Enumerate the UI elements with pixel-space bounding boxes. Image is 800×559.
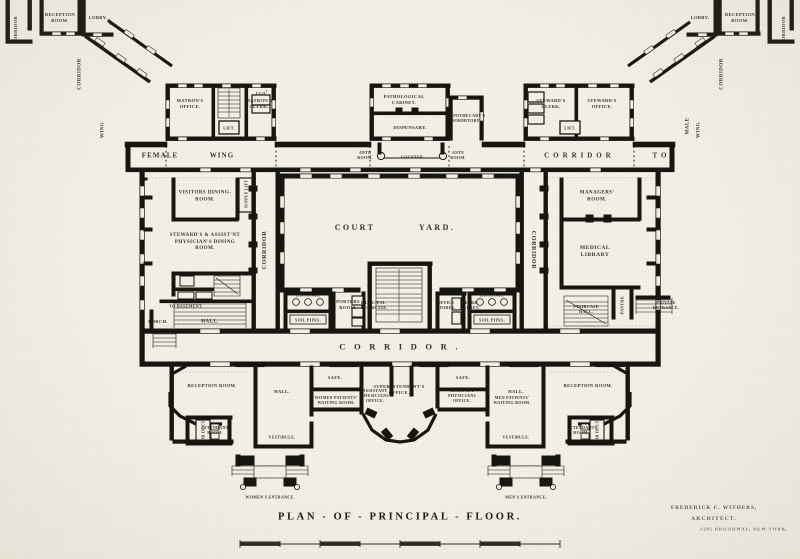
room-safe-west: Safe. <box>327 375 343 381</box>
label-corridor-upper-right: C O R R I D O R <box>544 151 612 160</box>
room-vestibule-west: Vestibule. <box>268 434 296 440</box>
label-court: Court <box>334 222 376 232</box>
room-pantry-west: Pantry. <box>178 286 198 292</box>
room-stewards-office: Steward's Office. <box>587 98 617 109</box>
room-men-patients-waiting: Men Patients' Waiting Room. <box>493 394 531 405</box>
room-women-patients-waiting: Women Patients' Waiting Room. <box>314 394 358 405</box>
architect-role: Architect. <box>691 516 737 522</box>
room-matrons-office: Matron's Office. <box>176 98 204 109</box>
label-mens-entrance: Men's Entrance. <box>505 494 547 500</box>
room-reception-room-east: Reception Room. <box>563 383 613 389</box>
room-attendants-room-east: Attendants Room. <box>567 424 598 435</box>
room-hall-west-upper: Hall. <box>201 318 219 325</box>
room-lift-male: Lift. <box>564 125 576 131</box>
room-apothecarys-dormitory: Apothecary's Dormitory. <box>450 112 486 123</box>
room-soil-pipes-east: Soil Pipes. <box>479 317 505 323</box>
room-staircase-hall: Staircase Hall. <box>573 303 599 314</box>
room-assistant-physicians-office-west: Assistant Physicians Office. <box>361 388 389 404</box>
architect-address: 1281 Broadway, New York. <box>699 527 789 533</box>
room-dispensary-counter: Counter <box>400 154 424 160</box>
architect-name: Frederick C. Withers, <box>670 505 758 511</box>
room-hall-south-west: Hall. <box>274 389 290 395</box>
room-ne-lobby: Lobby. <box>690 15 710 21</box>
room-stewards-dining: Steward's & Assist'nt Physician's Dining… <box>169 232 241 252</box>
room-to-basement: To Basement. <box>169 303 203 309</box>
scale-bar <box>239 540 561 548</box>
room-matrons-clerk: Matron's Clerk. <box>245 98 273 109</box>
room-dispensary: Dispensary. <box>393 125 427 131</box>
room-porch-west: Porch. <box>148 319 168 325</box>
room-safe-east: Safe. <box>455 375 471 381</box>
label-closet-matron: Clot <box>255 89 269 97</box>
room-hall-south-east: Hall. <box>508 389 524 395</box>
room-assistant-physicians-office-east: Assistant Physicians Office. <box>448 388 476 404</box>
room-nw-lobby: Lobby. <box>88 15 108 21</box>
room-ante-room-west: Ante Room. <box>357 149 373 160</box>
room-clerk-closet: Clerk Closet. <box>460 299 480 310</box>
room-pathological-cabinet: Pathological Cabinet. <box>383 94 425 105</box>
room-visitors-dining: Visitors Dining-Room. <box>178 189 232 202</box>
room-medical-library: Medical Library <box>579 244 611 258</box>
label-wing: Wing <box>209 151 235 160</box>
page-title: Plan - of - Principal - Floor. <box>278 511 522 523</box>
room-ne-reception: Reception Room. <box>724 12 755 23</box>
room-principal-staircase: Principal Staircase. <box>361 299 388 310</box>
room-private-entrance: Private Entrance. <box>652 299 680 310</box>
label-corridor-main: C O R R I D O R . <box>339 341 461 352</box>
room-attendants-room-west: Attendants Room. <box>201 424 232 435</box>
room-managers-room: Managers' Room. <box>579 189 615 202</box>
room-soil-pipes-west: Soil Pipes. <box>295 317 321 323</box>
label-corridor-to: T O <box>652 151 668 160</box>
room-nw-reception: Reception Room. <box>44 12 75 23</box>
room-superintendents-office: Superintendent's Office. <box>373 384 425 395</box>
room-porters-room: Porters Room. <box>336 299 360 310</box>
room-reception-room-west: Reception Room. <box>187 383 237 389</box>
room-lift-female: Lift. <box>223 125 235 131</box>
label-yard: Yard. <box>418 222 456 232</box>
room-office-stores: Office Stores. <box>436 299 456 310</box>
room-lavatory-east: Lavatory. <box>479 292 505 298</box>
label-female: Female <box>141 151 179 160</box>
room-ante-room-east: Ante Room. <box>450 149 466 160</box>
room-vestibule-east: Vestibule. <box>502 434 530 440</box>
room-stewards-clerk: Steward's Clerk. <box>536 98 566 109</box>
label-womens-entrance: Women's Entrance. <box>245 494 295 500</box>
room-lavatory-west: Lavatory. <box>295 292 321 298</box>
